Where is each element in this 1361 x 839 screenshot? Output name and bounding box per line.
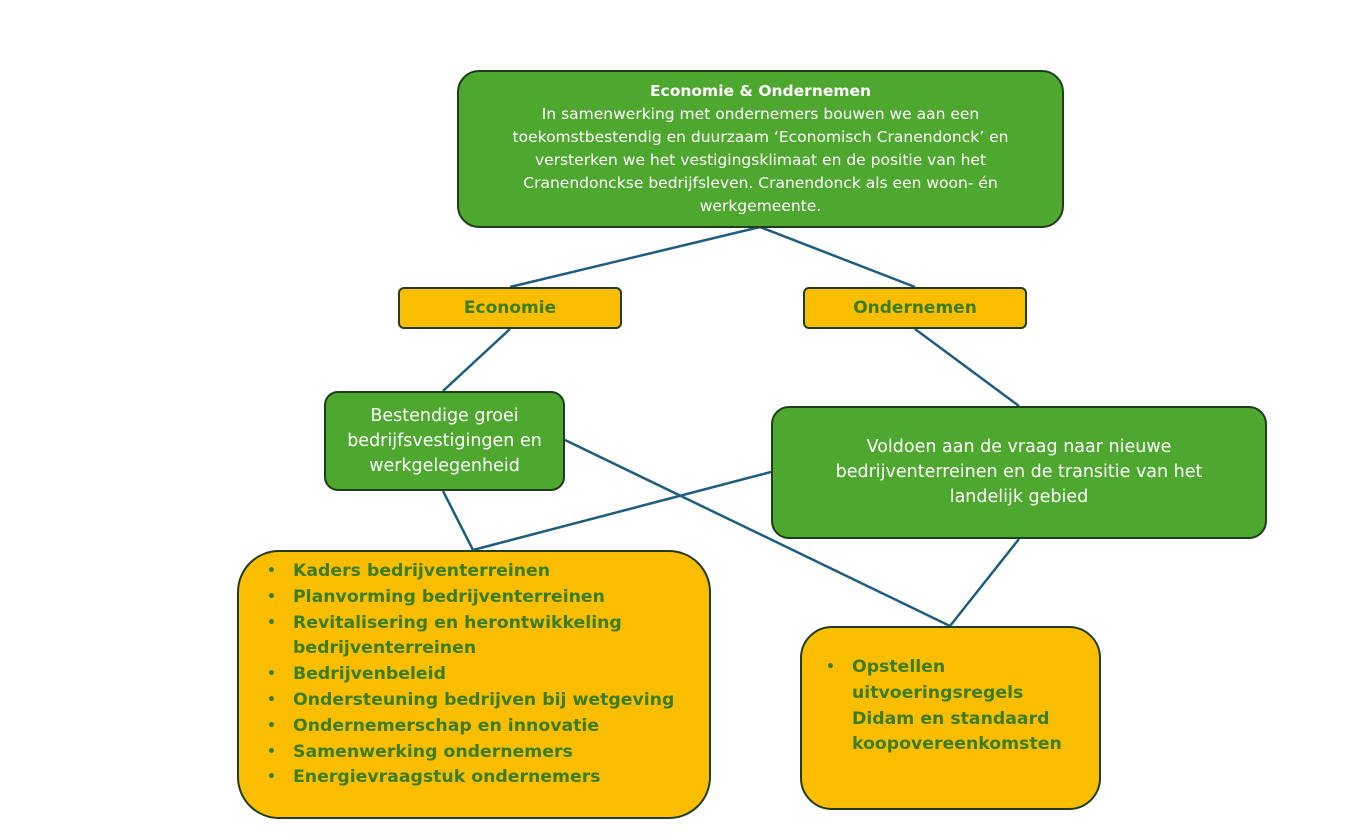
bullet-icon: •: [267, 666, 276, 683]
list-item-continuation: bedrijventerreinen: [293, 638, 477, 659]
list-ondernemen: •Opstellen uitvoeringsregels Didam en st…: [822, 655, 1079, 758]
box-economie-ondernemen: Economie & Ondernemen In samenwerking me…: [457, 70, 1064, 228]
top-line-4: Cranendonckse bedrijfsleven. Cranendonck…: [523, 174, 998, 192]
bullet-icon: •: [826, 659, 835, 675]
box-ondernemen: Ondernemen: [803, 287, 1027, 329]
connector-groei-list-left: [441, 490, 475, 551]
bullet-icon: •: [267, 588, 276, 605]
list-item: •Ondernemerschap en innovatie: [263, 714, 689, 740]
bullet-icon: •: [267, 717, 276, 734]
top-line-1: In samenwerking met ondernemers bouwen w…: [541, 105, 980, 123]
ondernemen-label: Ondernemen: [853, 298, 977, 318]
bullet-icon: •: [267, 614, 276, 631]
groei-line-2: bedrijfsvestigingen en: [347, 430, 542, 451]
list-item-continuation: Didam en standaard: [852, 708, 1050, 729]
bullet-icon: •: [267, 563, 276, 579]
economie-label: Economie: [463, 298, 557, 318]
bullet-icon: •: [267, 769, 276, 786]
groei-line-3: werkgelegenheid: [369, 455, 520, 476]
voldoen-line-2: bedrijventerreinen en de transitie van h…: [835, 462, 1203, 482]
box-list-economie: •Kaders bedrijventerreinen •Planvorming …: [237, 550, 711, 819]
top-line-5: werkgemeente.: [699, 197, 822, 215]
top-heading: Economie & Ondernemen: [649, 82, 872, 100]
list-item: •Bedrijvenbeleid: [263, 662, 689, 688]
list-item: •Revitalisering en herontwikkeling: [263, 611, 689, 637]
top-line-3: versterken we het vestigingsklimaat en d…: [534, 151, 987, 169]
list-item: •Samenwerking ondernemers: [263, 740, 689, 766]
connector-voldoen-list-right: [949, 538, 1020, 627]
list-item: •Kaders bedrijventerreinen: [263, 559, 689, 585]
list-item-continuation: uitvoeringsregels: [852, 682, 1024, 703]
box-voldoen-vraag: Voldoen aan de vraag naar nieuwe bedrijv…: [771, 406, 1267, 539]
connector-top-economie: [509, 225, 761, 289]
voldoen-line-3: landelijk gebied: [949, 487, 1089, 507]
list-item: •Opstellen: [822, 655, 1079, 681]
top-line-2: toekomstbestendig en duurzaam ‘Economisc…: [512, 128, 1009, 146]
list-item: •Planvorming bedrijventerreinen: [263, 585, 689, 611]
voldoen-line-1: Voldoen aan de vraag naar nieuwe: [866, 437, 1172, 457]
list-economie: •Kaders bedrijventerreinen •Planvorming …: [263, 559, 689, 791]
connector-economie-groei: [442, 328, 511, 392]
connector-top-ondernemen: [759, 225, 916, 289]
box-bestendige-groei: Bestendige groei bedrijfsvestigingen en …: [324, 391, 565, 491]
list-item: •Ondersteuning bedrijven bij wetgeving: [263, 688, 689, 714]
box-list-ondernemen: •Opstellen uitvoeringsregels Didam en st…: [800, 626, 1101, 810]
bullet-icon: •: [267, 691, 276, 708]
list-item-continuation: koopovereenkomsten: [852, 734, 1062, 755]
bullet-icon: •: [267, 743, 276, 760]
groei-line-1: Bestendige groei: [370, 405, 519, 426]
connector-ondernemen-voldoen: [914, 327, 1020, 408]
list-item: •Energievraagstuk ondernemers: [263, 765, 689, 791]
box-economie: Economie: [398, 287, 622, 329]
